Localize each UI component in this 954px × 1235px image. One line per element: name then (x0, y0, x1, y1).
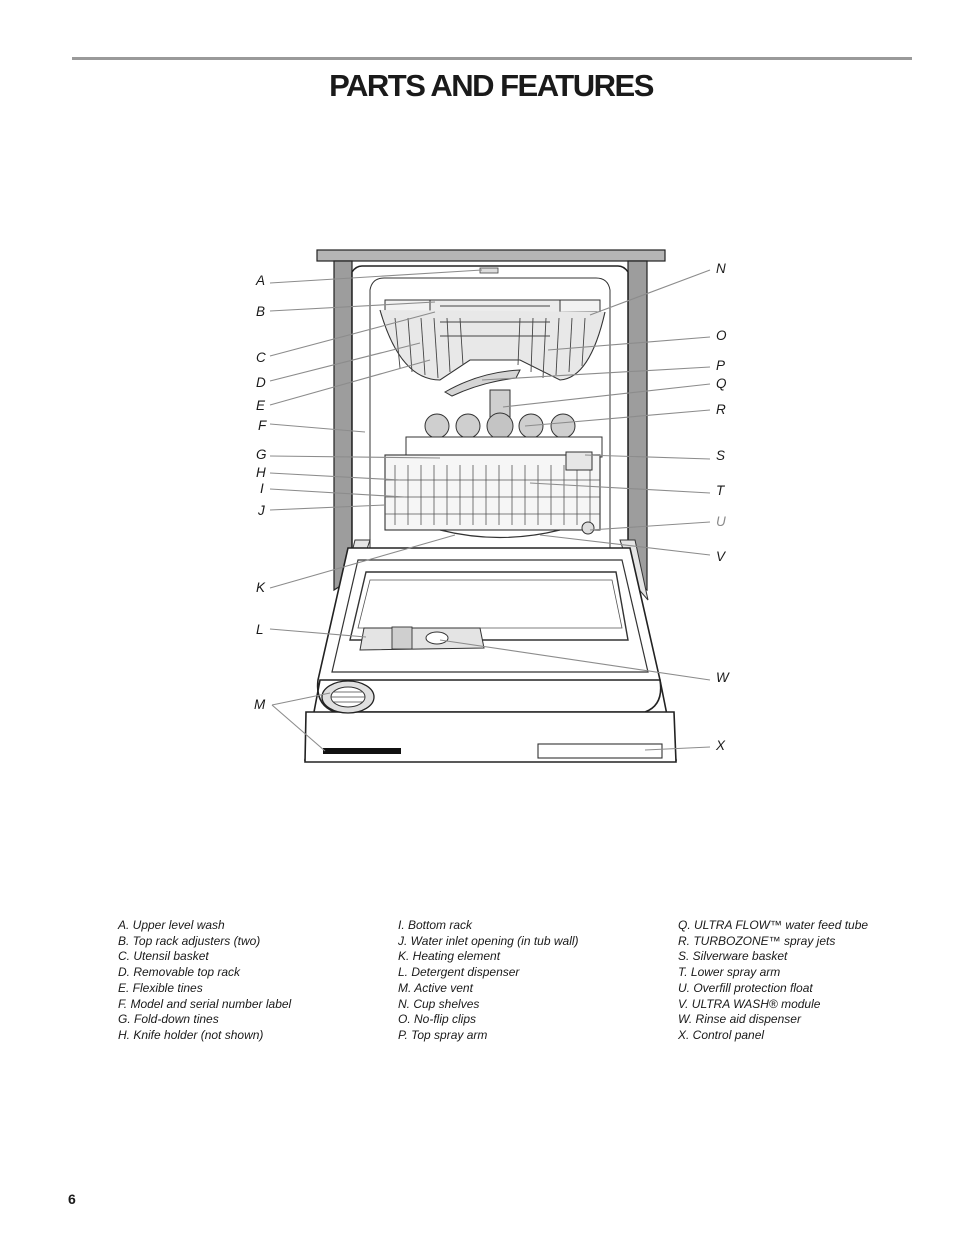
callout-c: C (256, 350, 266, 365)
callout-s: S (716, 448, 725, 463)
callout-l: L (256, 622, 264, 637)
upper-rack (379, 299, 606, 397)
parts-list-item: G. Fold-down tines (118, 1012, 219, 1027)
callout-v: V (716, 549, 727, 564)
door-handle (323, 748, 401, 754)
callout-f: F (258, 418, 267, 433)
parts-list-item: N. Cup shelves (398, 996, 480, 1011)
parts-list-item: W. Rinse aid dispenser (678, 1012, 801, 1027)
parts-list-item: J. Water inlet opening (in tub wall) (398, 933, 579, 948)
parts-list-item: U. Overfill protection float (678, 980, 813, 995)
open-door (304, 539, 677, 763)
parts-list-item: I. Bottom rack (398, 918, 473, 932)
parts-list-item: P. Top spray arm (398, 1027, 488, 1042)
countertop (316, 249, 666, 262)
callout-n: N (716, 261, 726, 276)
page-number: 6 (68, 1191, 76, 1207)
callout-letters-right: N O P Q R S T U V W X (715, 261, 730, 753)
parts-list-item: V. ULTRA WASH® module (678, 996, 821, 1011)
callout-k: K (256, 580, 266, 595)
parts-list-item: X. Control panel (678, 1027, 765, 1042)
parts-list-item: M. Active vent (398, 980, 473, 995)
parts-list-item: O. No-flip clips (398, 1012, 477, 1027)
parts-list-item: H. Knife holder (not shown) (118, 1027, 264, 1042)
parts-list-item: Q. ULTRA FLOW™ water feed tube (678, 918, 869, 932)
tub-left-wall (333, 260, 353, 592)
callout-t: T (716, 483, 726, 498)
parts-list-column-1: A. Upper level wash B. Top rack adjuster… (118, 918, 291, 1044)
upper-level-wash (479, 267, 499, 274)
callout-x: X (715, 738, 726, 753)
parts-list-item: T. Lower spray arm (678, 965, 781, 980)
callout-r: R (716, 402, 726, 417)
spray-jets (424, 389, 576, 440)
callout-h: H (256, 465, 266, 480)
parts-list-item: F. Model and serial number label (118, 996, 292, 1011)
tub-inner-rim (369, 277, 611, 561)
parts-list-item: E. Flexible tines (118, 980, 203, 995)
callout-i: I (260, 481, 264, 496)
callout-a: A (255, 273, 265, 288)
callout-q: Q (716, 376, 727, 391)
callout-j: J (257, 503, 265, 518)
parts-list-item: S. Silverware basket (678, 949, 788, 964)
parts-list-item: L. Detergent dispenser (398, 965, 520, 980)
parts-list-column-3: Q. ULTRA FLOW™ water feed tube R. TURBOZ… (678, 918, 868, 1044)
parts-list-item: C. Utensil basket (118, 949, 209, 964)
detergent-dispenser-lid (391, 626, 413, 650)
control-panel (537, 743, 663, 759)
leader-lines (269, 269, 711, 752)
rinse-aid-cap (425, 631, 449, 645)
callout-p: P (716, 358, 725, 373)
callout-e: E (256, 398, 266, 413)
callout-w: W (716, 670, 730, 685)
callout-m: M (254, 697, 266, 712)
callout-u: U (716, 514, 726, 529)
parts-list-item: D. Removable top rack (118, 965, 241, 980)
parts-list-item: A. Upper level wash (118, 918, 225, 932)
parts-list-column-2: I. Bottom rack J. Water inlet opening (i… (398, 918, 579, 1044)
top-rule (72, 57, 912, 60)
parts-list-item: K. Heating element (398, 949, 501, 964)
callout-g: G (256, 447, 267, 462)
callout-letters-left: A B C D E F G H I J K L M (254, 273, 267, 712)
page-title: PARTS AND FEATURES (329, 68, 654, 103)
callout-d: D (256, 375, 266, 390)
parts-list-item: B. Top rack adjusters (two) (118, 933, 261, 948)
parts-list-item: R. TURBOZONE™ spray jets (678, 933, 836, 948)
lower-rack (384, 436, 603, 539)
callout-o: O (716, 328, 727, 343)
callout-b: B (256, 304, 265, 319)
